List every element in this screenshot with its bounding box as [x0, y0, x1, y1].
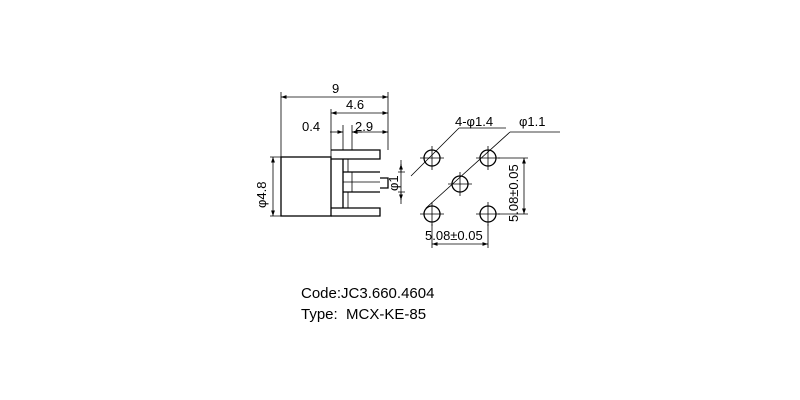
hole-top-right [476, 146, 500, 170]
hole-bottom-right [476, 202, 500, 226]
pcb-footprint: 4-φ1.4 φ1.1 5.08±0.05 5.08±0.05 [410, 114, 560, 248]
type-label: Type: MCX-KE-85 [301, 306, 427, 323]
dim-pins: 2.9 [355, 119, 373, 134]
connector-body [280, 156, 332, 217]
leader-holes [410, 127, 460, 177]
pitch-horizontal: 5.08±0.05 [425, 228, 483, 243]
hole-top-left [420, 146, 444, 170]
connector-pins [343, 159, 380, 208]
hole-center [448, 172, 472, 196]
center-hole-label: φ1.1 [519, 114, 546, 129]
leader-center-hole [425, 131, 511, 209]
hole-count-label: 4-φ1.4 [455, 114, 493, 129]
hole-bottom-left [420, 202, 444, 226]
dim-overall: 9 [332, 81, 339, 96]
dim-pin-diameter: φ1 [386, 175, 401, 191]
side-view: 9 4.6 0.4 2.9 φ4.8 φ1 [254, 81, 405, 217]
dim-body: 4.6 [346, 97, 364, 112]
dim-diameter: φ4.8 [254, 181, 269, 208]
pitch-vertical: 5.08±0.05 [506, 164, 521, 222]
dim-flange: 0.4 [302, 119, 320, 134]
connector-housing [331, 149, 389, 217]
code-label: Code:JC3.660.4604 [301, 285, 435, 302]
